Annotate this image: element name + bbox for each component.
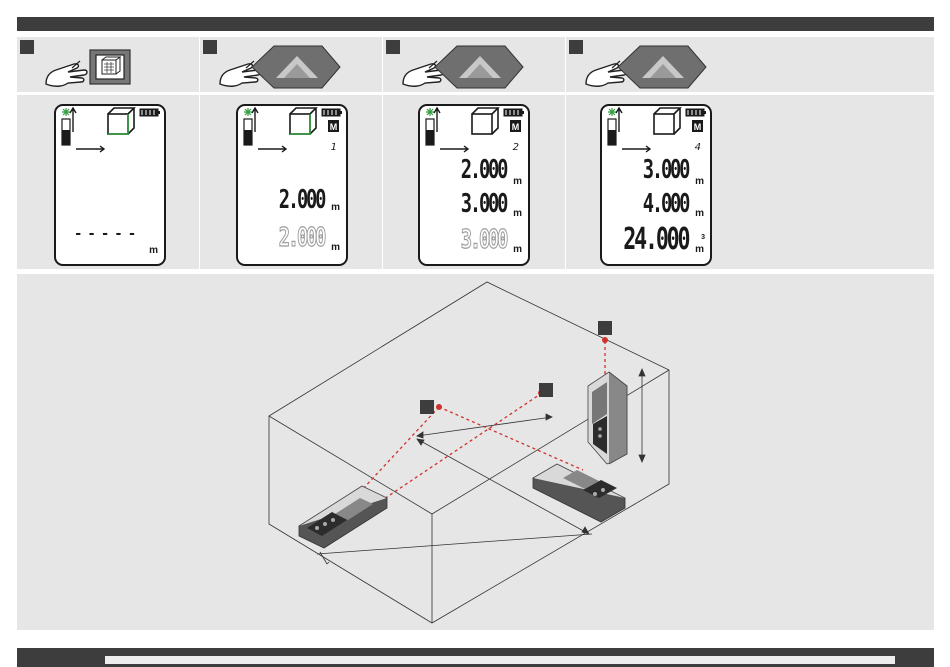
unit-label: m — [331, 202, 340, 213]
finger-press-measure-key-icon — [401, 44, 526, 90]
volume-cube-icon — [654, 108, 680, 134]
svg-text:M: M — [330, 122, 338, 132]
step-marker-4 — [569, 40, 583, 54]
step-marker-1 — [20, 40, 34, 54]
finger-press-measure-key-icon — [584, 44, 709, 90]
lcd-display-3: M 2 2.000 m 3.000 m 3.000 m — [418, 104, 530, 266]
laser-icon — [608, 108, 616, 116]
lcd-indicators — [56, 106, 166, 176]
unit-label: m — [513, 244, 522, 255]
lcd-value-1: 3.000 — [642, 156, 688, 184]
lcd-indicators: M — [238, 106, 348, 176]
room-volume-illustration — [17, 274, 934, 630]
lcd-display-2: M 1 2.000 m 2.000 m — [236, 104, 348, 266]
battery-icon — [322, 109, 342, 116]
unit-label: m — [513, 176, 522, 187]
header-bar — [17, 17, 934, 31]
battery-icon — [686, 109, 706, 116]
memory-index: 2 — [513, 142, 519, 153]
unit-label: m — [695, 244, 704, 255]
battery-icon — [504, 109, 524, 116]
lcd-value-2: 3.000 — [460, 190, 506, 218]
volume-cube-icon — [108, 108, 134, 134]
laser-icon — [244, 108, 252, 116]
unit-label: m — [149, 245, 158, 256]
battery-icon — [140, 109, 160, 116]
laser-point — [436, 404, 442, 410]
step-marker-3 — [386, 40, 400, 54]
device-icon — [588, 372, 627, 464]
memory-index: 4 — [695, 142, 701, 153]
finger-press-volume-key-icon — [44, 46, 136, 90]
volume-cube-icon — [472, 108, 498, 134]
lcd-value-3: 3.000 — [460, 226, 506, 254]
step-marker-2 — [203, 40, 217, 54]
unit-label: m — [695, 176, 704, 187]
lcd-value-3: 24.000 — [623, 226, 688, 254]
lcd-display-1: ----- m — [54, 104, 166, 266]
device-icon — [299, 486, 387, 548]
laser-icon — [62, 108, 70, 116]
memory-index: 1 — [331, 142, 337, 153]
lcd-value-1: 2.000 — [278, 186, 324, 214]
empty-reading: ----- — [74, 226, 141, 242]
lcd-display-4: M 4 3.000 m 4.000 m 24.000 3 m — [600, 104, 712, 266]
unit-label: m — [513, 208, 522, 219]
finger-press-measure-key-icon — [218, 44, 343, 90]
svg-text:M: M — [512, 122, 520, 132]
unit-label: m — [695, 208, 704, 219]
lcd-value-1: 2.000 — [460, 156, 506, 184]
unit-superscript: 3 — [701, 234, 705, 241]
device-icon — [533, 464, 625, 522]
laser-point — [602, 337, 608, 343]
laser-icon — [426, 108, 434, 116]
footer-inner-strip — [105, 656, 895, 664]
lcd-value-2: 4.000 — [642, 190, 688, 218]
svg-text:M: M — [694, 122, 702, 132]
unit-label: m — [331, 242, 340, 253]
lcd-value-2: 2.000 — [278, 224, 324, 252]
volume-cube-icon — [290, 108, 316, 134]
